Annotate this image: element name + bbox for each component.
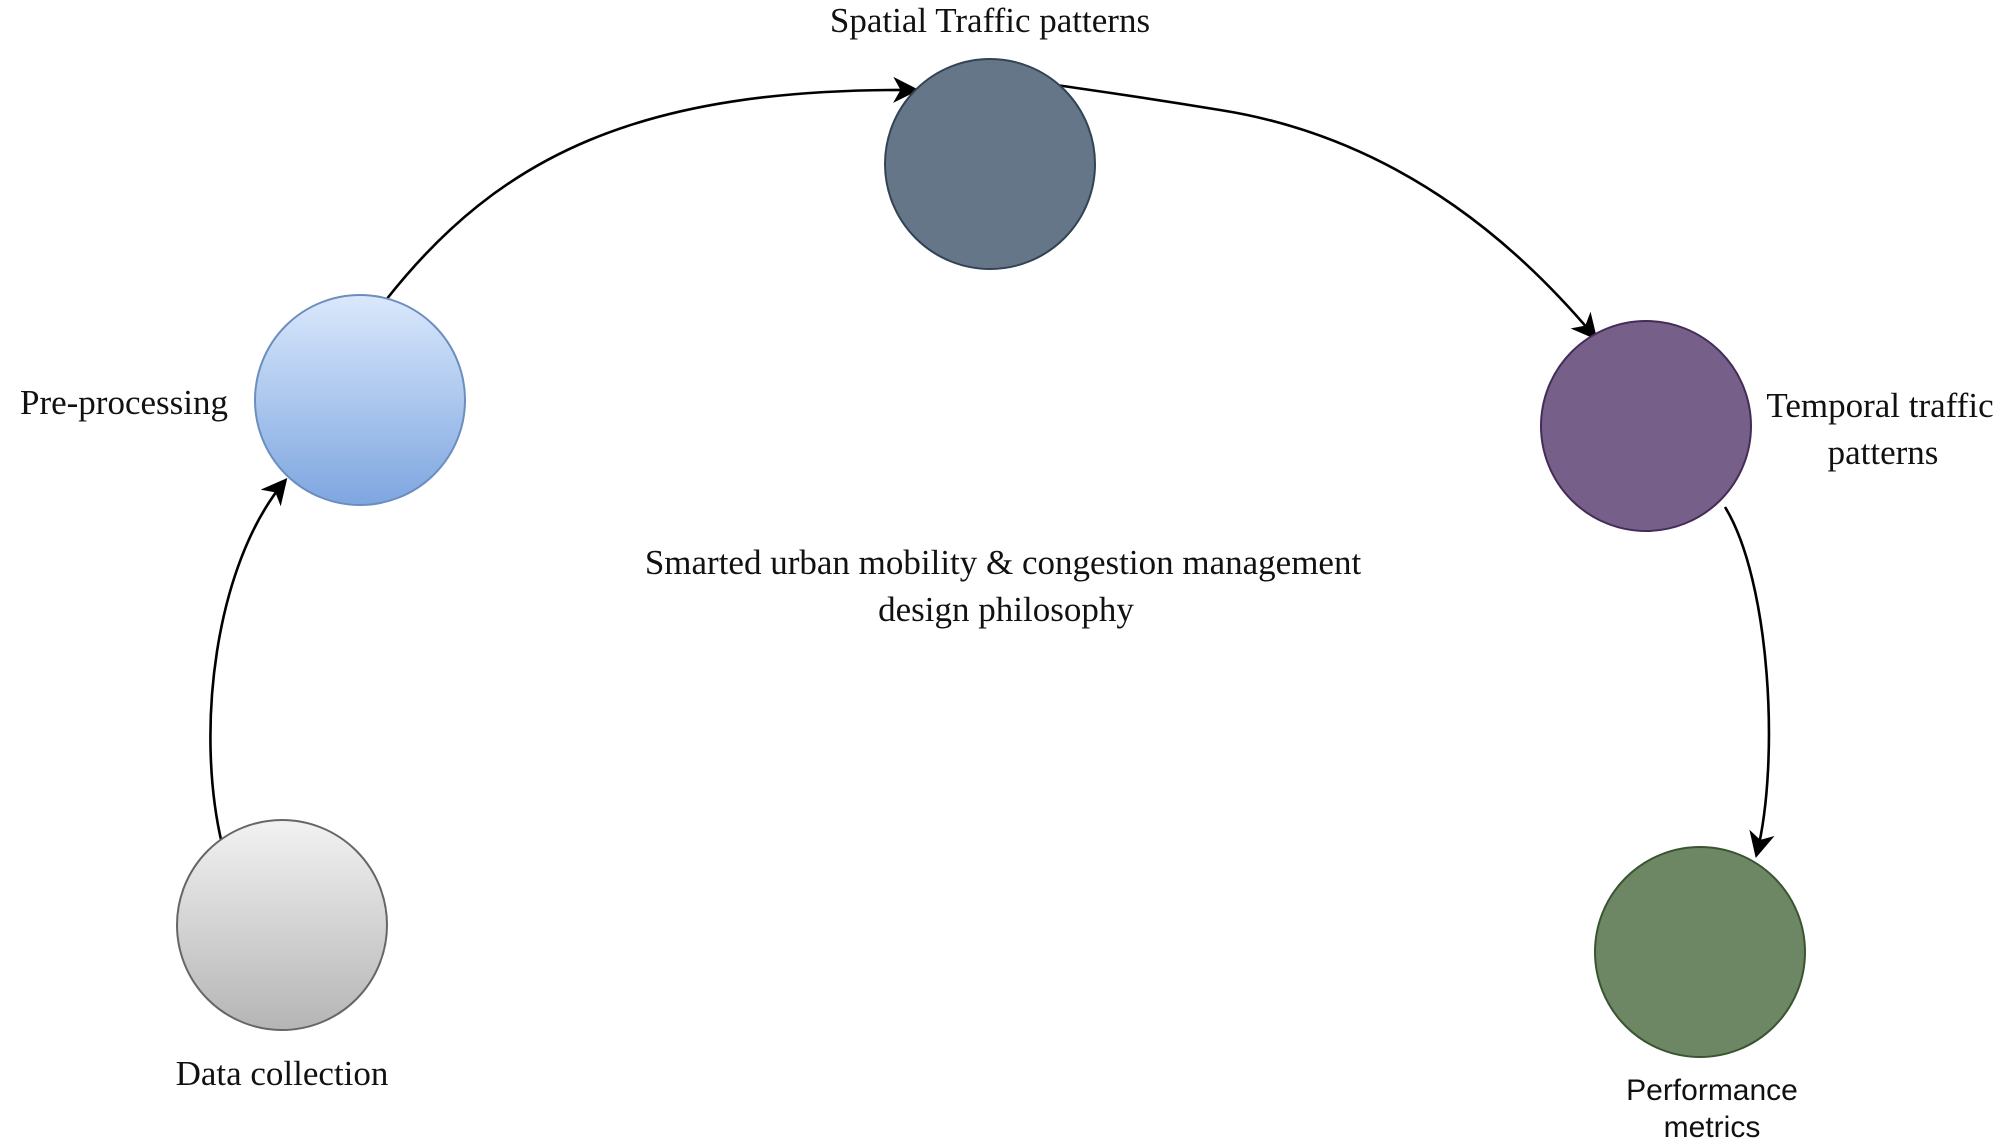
arrow-spatial-to-temporal: [1049, 82, 1598, 340]
node-temporal-traffic-patterns[interactable]: [1540, 320, 1752, 532]
arrow-data-collection-to-pre-processing: [209, 477, 288, 845]
center-title-line1: Smarted urban mobility & congestion mana…: [645, 543, 1362, 582]
label-data-collection: Data collection: [176, 1054, 389, 1093]
label-spatial-traffic-patterns: Spatial Traffic patterns: [830, 1, 1150, 40]
arrow-pre-processing-to-spatial: [384, 76, 920, 301]
label-performance-metrics-line1: Performance: [1626, 1074, 1798, 1107]
label-temporal-traffic-line1: Temporal traffic: [1766, 386, 1993, 425]
label-performance-metrics-line2: metrics: [1664, 1111, 1761, 1142]
label-pre-processing: Pre-processing: [20, 383, 228, 422]
node-spatial-traffic-patterns[interactable]: [884, 58, 1096, 270]
label-temporal-traffic-line2: patterns: [1828, 433, 1939, 472]
node-pre-processing[interactable]: [254, 294, 466, 506]
node-data-collection[interactable]: [176, 819, 388, 1031]
center-title-line2: design philosophy: [878, 590, 1134, 629]
node-performance-metrics[interactable]: [1594, 846, 1806, 1058]
arrow-temporal-to-performance: [1723, 506, 1775, 859]
